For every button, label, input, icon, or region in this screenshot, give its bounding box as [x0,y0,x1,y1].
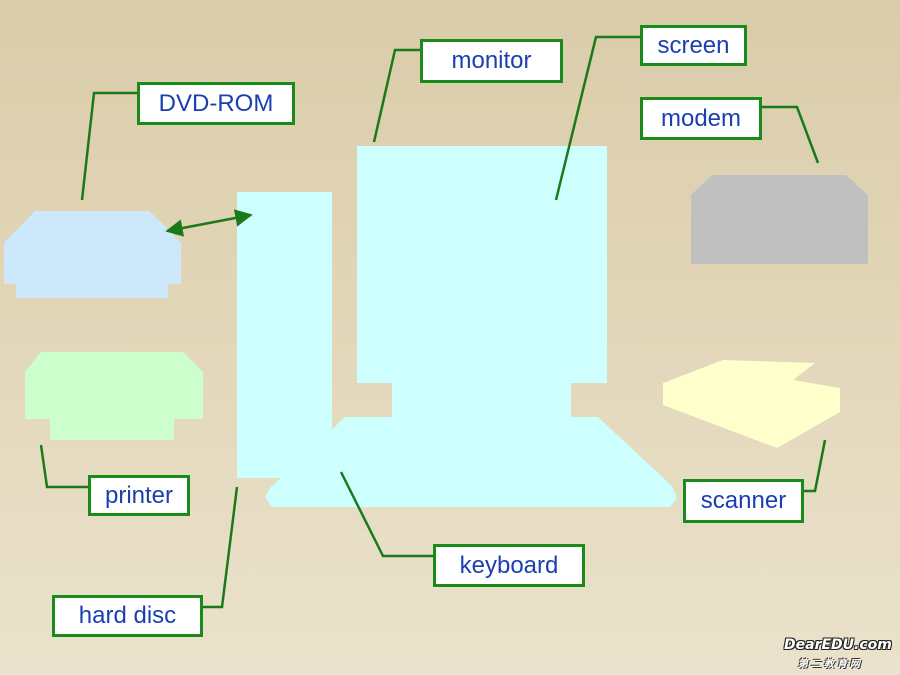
hard-disc-label: hard disc [52,595,203,637]
watermark-tagline: 第二教育网 [798,659,863,670]
scanner-label: scanner [683,479,804,523]
dvd-rom-label: DVD-ROM [137,82,295,125]
screen-leader-line [554,35,640,201]
modem-leader-line [762,105,820,164]
scanner-shape [663,360,840,448]
monitor-shape [357,146,607,419]
dvd-rom-connection-arrow [165,209,253,237]
screen-label: screen [640,25,747,66]
watermark-logo: DearEDU.com 第二教育网 [772,636,894,672]
modem-shape [691,175,868,264]
keyboard-label: keyboard [433,544,585,587]
monitor-label: monitor [420,39,563,83]
modem-label: modem [640,97,762,140]
monitor-leader-line [372,48,422,143]
dvd-rom-shape [4,211,181,298]
printer-shape [25,352,203,440]
keyboard-leader-line [339,471,434,558]
screen-shape [357,146,607,383]
hard-disc-leader-line [203,486,239,609]
watermark-brand: DearEDU.com [784,637,892,653]
monitor-neck-shape [392,383,571,419]
hard-disc-shape [237,192,332,478]
printer-label: printer [88,475,190,516]
printer-leader-line [39,444,88,489]
dvd-rom-leader-line [80,91,137,201]
keyboard-shape [265,417,677,507]
